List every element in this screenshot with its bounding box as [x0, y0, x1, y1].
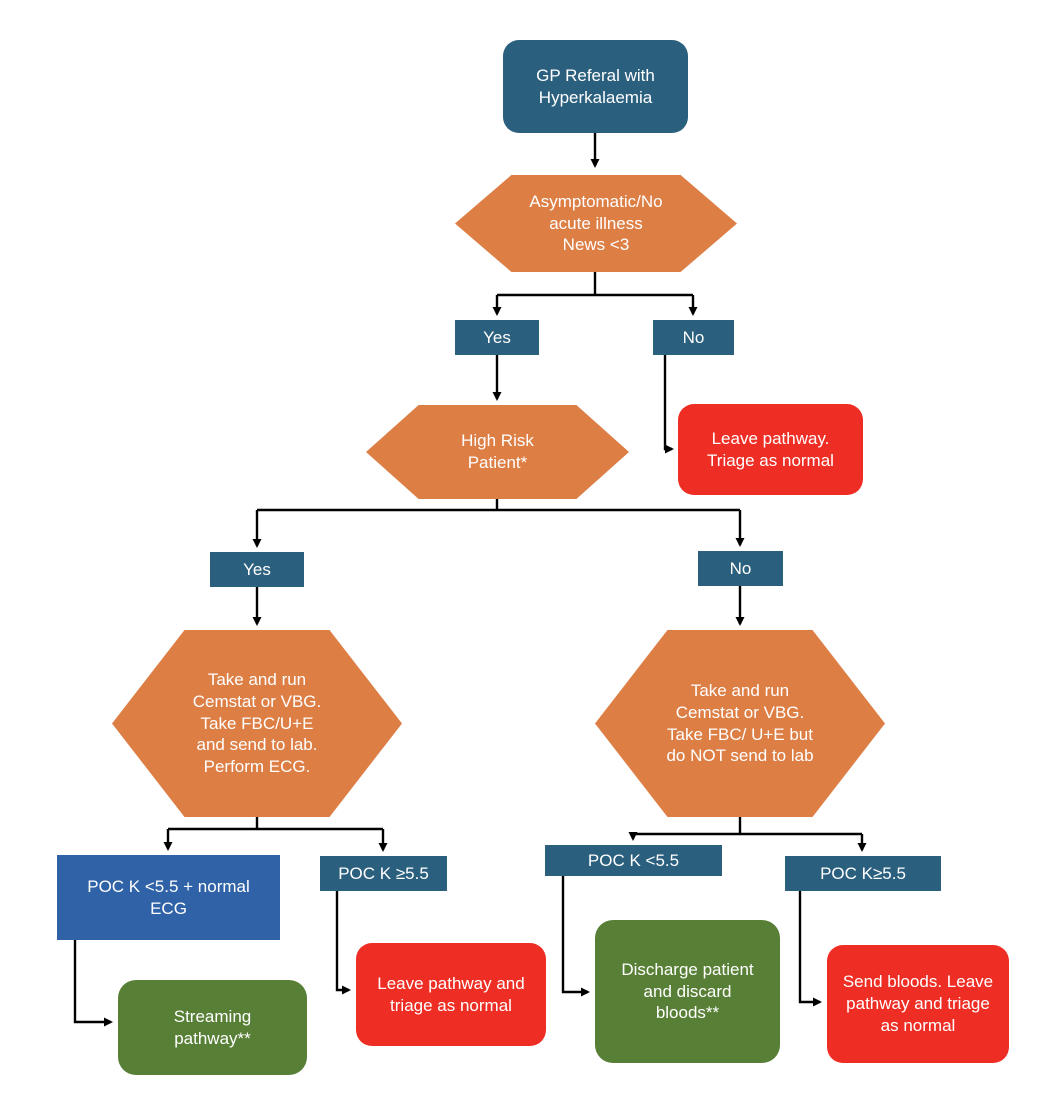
node-asymptomatic-check: Asymptomatic/No acute illness News <3 — [455, 175, 737, 272]
arrow-to-streaming — [73, 940, 113, 1027]
connector-right-action-split — [633, 817, 862, 836]
node-leave-pathway-triage: Leave pathway. Triage as normal — [678, 404, 863, 495]
arrow-no1-to-leave — [663, 355, 674, 454]
node-high-risk-action: Take and run Cemstat or VBG. Take FBC/U+… — [112, 630, 402, 817]
node-discharge-patient: Discharge patient and discard bloods** — [595, 920, 780, 1063]
node-asymptomatic-no: No — [653, 320, 734, 355]
node-poc-k-ge55-right: POC K≥5.5 — [785, 856, 941, 891]
node-asymptomatic-yes: Yes — [455, 320, 539, 355]
node-high-risk-yes: Yes — [210, 552, 304, 587]
arrow-to-sendbloods — [798, 891, 822, 1007]
node-poc-k-lt55-right: POC K <5.5 — [545, 845, 722, 876]
connector-check-split — [497, 272, 693, 297]
node-gp-referral: GP Referal with Hyperkalaemia — [503, 40, 688, 133]
arrow-to-leave2 — [335, 891, 351, 995]
node-low-risk-action: Take and run Cemstat or VBG. Take FBC/ U… — [595, 630, 885, 817]
connector-highrisk-split — [257, 499, 740, 512]
node-high-risk-check: High Risk Patient* — [366, 405, 629, 499]
node-poc-k-ge55-left: POC K ≥5.5 — [320, 856, 447, 891]
node-leave-pathway-and-triage: Leave pathway and triage as normal — [356, 943, 546, 1046]
node-send-bloods-leave: Send bloods. Leave pathway and triage as… — [827, 945, 1009, 1063]
node-poc-k-lt55-normal-ecg: POC K <5.5 + normal ECG — [57, 855, 280, 940]
node-high-risk-no: No — [698, 551, 783, 586]
connector-left-action-split — [168, 817, 383, 831]
node-streaming-pathway: Streaming pathway** — [118, 980, 307, 1075]
arrow-to-discharge — [561, 876, 590, 997]
